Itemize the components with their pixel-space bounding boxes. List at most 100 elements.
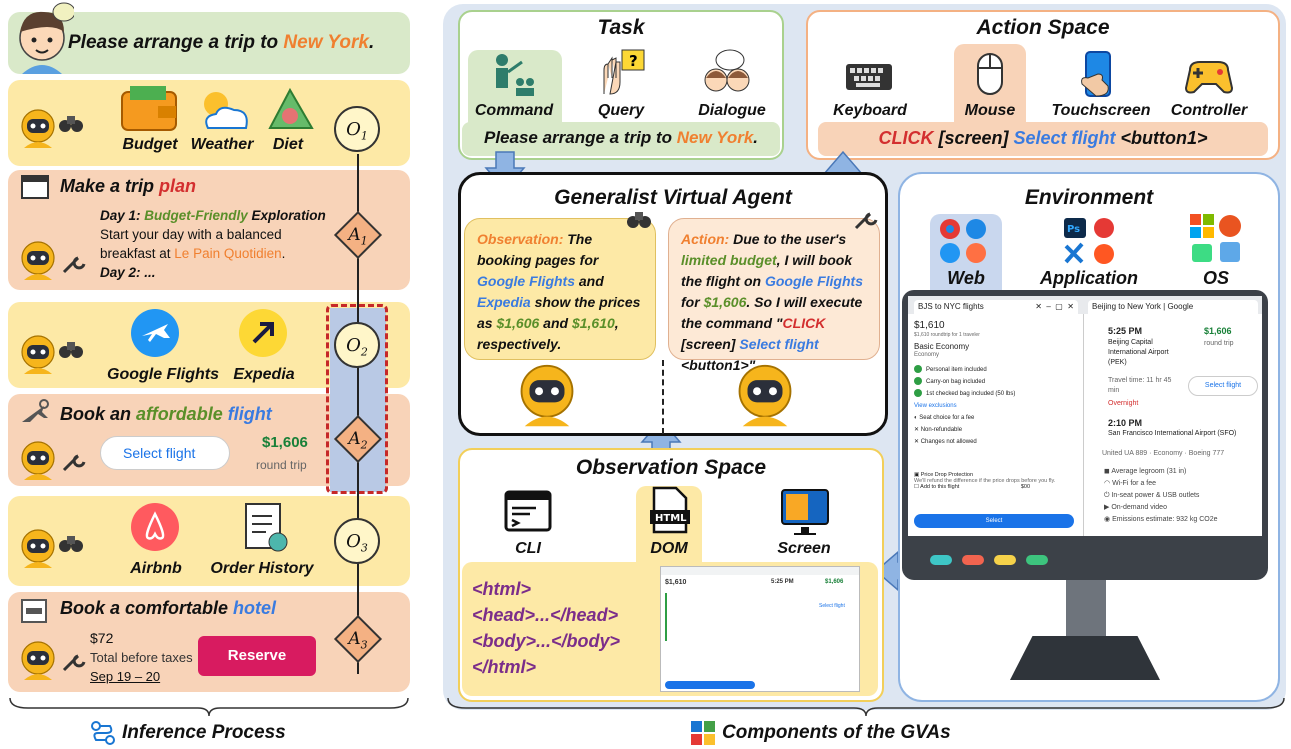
tab-1: BJS to NYC flights✕ – ▢ ✕ <box>914 300 1078 314</box>
calendar-icon <box>21 175 49 199</box>
expedia-icon <box>239 309 287 357</box>
command-label: Command <box>474 102 554 119</box>
flight-trip: round trip <box>256 458 307 472</box>
observation-node-3: O3 <box>334 518 380 564</box>
airbnb-label: Airbnb <box>130 560 182 577</box>
budget-label: Budget <box>122 136 178 153</box>
monitor-screen: BJS to NYC flights✕ – ▢ ✕ Beijing to New… <box>908 296 1262 536</box>
action-space-title: Action Space <box>976 16 1110 39</box>
applications-icon: Ps <box>1064 218 1114 264</box>
action-node-1-label: A1 <box>348 225 368 248</box>
keyboard-label: Keyboard <box>833 102 907 119</box>
order-history-icon <box>245 503 288 552</box>
html-file-icon: HTML <box>650 486 690 534</box>
cli-icon <box>504 490 552 532</box>
screen-label: Screen <box>777 540 831 557</box>
select-flight-button[interactable]: Select flight <box>100 436 230 470</box>
right-caption: Components of the GVAs <box>722 722 951 743</box>
task-prompt-bar <box>462 122 780 156</box>
action-node-2-label: A2 <box>348 429 368 452</box>
application-label: Application <box>1040 268 1138 288</box>
hotel-icon <box>21 599 47 623</box>
google-flights-label: Google Flights <box>107 366 219 383</box>
action-node-3-label: A3 <box>348 629 368 652</box>
hotel-dates: Sep 19 – 20 <box>90 669 161 684</box>
keyboard-icon <box>846 64 892 90</box>
dialogue-icon <box>704 49 750 92</box>
screen-thumbnail: $1,610 5:25 PM $1,606 Select flight <box>660 566 860 692</box>
robot-observe <box>520 364 574 428</box>
robot-icon <box>21 241 55 280</box>
airbnb-icon <box>131 503 179 551</box>
dialogue-label: Dialogue <box>698 102 766 119</box>
hotel-price: $72 <box>90 630 114 646</box>
mouse-icon <box>977 53 1003 95</box>
dom-label: DOM <box>650 540 688 557</box>
controller-label: Controller <box>1170 102 1248 119</box>
user-prompt-text: Please arrange a trip to New York. <box>68 32 375 53</box>
robot-icon <box>21 641 55 680</box>
command-icon <box>496 54 534 96</box>
wrench-icon <box>854 212 878 230</box>
action-command-bar <box>818 122 1268 156</box>
controller-icon <box>1184 61 1234 94</box>
flight-title: Book an affordable flight <box>60 404 272 424</box>
binoculars-icon <box>59 342 83 358</box>
binoculars-icon <box>59 116 83 132</box>
binoculars-icon <box>627 212 651 228</box>
command-highlight <box>468 50 562 124</box>
diet-label: Diet <box>272 136 304 153</box>
flight-price: $1,606 <box>262 434 308 451</box>
wrench-icon <box>62 454 86 472</box>
diet-icon <box>268 87 314 129</box>
robot-icon <box>21 441 55 480</box>
monitor-base <box>1010 636 1160 680</box>
touchscreen-label: Touchscreen <box>1051 102 1151 119</box>
hotel-title: Book a comfortable hotel <box>60 598 277 618</box>
select-flight-env-button[interactable]: Select flight <box>1188 376 1258 396</box>
query-label: Query <box>597 102 645 119</box>
web-label: Web <box>947 268 985 288</box>
left-brace <box>9 697 409 717</box>
observation-node-1: O1 <box>334 106 380 152</box>
left-caption: Inference Process <box>122 722 286 743</box>
reserve-button[interactable]: Reserve <box>198 636 316 676</box>
expedia-label: Expedia <box>233 366 295 383</box>
task-title: Task <box>597 16 645 39</box>
agent-title: Generalist Virtual Agent <box>554 186 792 209</box>
robot-act <box>738 364 792 428</box>
google-flights-icon <box>131 309 179 357</box>
monitor-stand <box>1066 580 1106 636</box>
observation-bubble: Observation: The booking pages for Googl… <box>464 218 656 360</box>
agent-divider <box>662 360 664 434</box>
tab-2: Beijing to New York | Google <box>1088 300 1258 314</box>
wallet-icon <box>121 86 177 131</box>
weather-icon <box>204 92 248 129</box>
query-icon: ? <box>603 49 645 95</box>
plane-pin-icon <box>22 399 49 422</box>
monitor-lights <box>930 552 1048 570</box>
process-icon <box>91 721 115 745</box>
wrench-icon <box>62 654 86 672</box>
order-history-label: Order History <box>210 560 314 577</box>
binoculars-icon <box>59 536 83 552</box>
user-avatar <box>19 2 74 74</box>
user-prompt-card <box>8 12 410 74</box>
touchscreen-icon <box>1081 51 1111 97</box>
os-icon <box>1190 214 1241 262</box>
observation-node-2: O2 <box>334 322 380 368</box>
html-code: <html> <head>...</head> <body>...</body>… <box>472 579 621 677</box>
process-line <box>357 154 359 674</box>
robot-icon <box>21 529 55 568</box>
browsers-icon <box>940 219 986 263</box>
cli-label: CLI <box>515 540 541 557</box>
robot-icon <box>21 335 55 374</box>
svg-text:?: ? <box>629 52 638 70</box>
action-command: CLICK [screen] Select flight <button1> <box>878 128 1208 148</box>
task-prompt: Please arrange a trip to New York. <box>483 128 759 147</box>
hotel-taxes: Total before taxes <box>90 650 193 665</box>
right-brace <box>447 697 1285 717</box>
screen-icon <box>781 489 829 535</box>
observation-space-title: Observation Space <box>575 456 767 479</box>
select-button[interactable]: Select <box>914 514 1074 528</box>
